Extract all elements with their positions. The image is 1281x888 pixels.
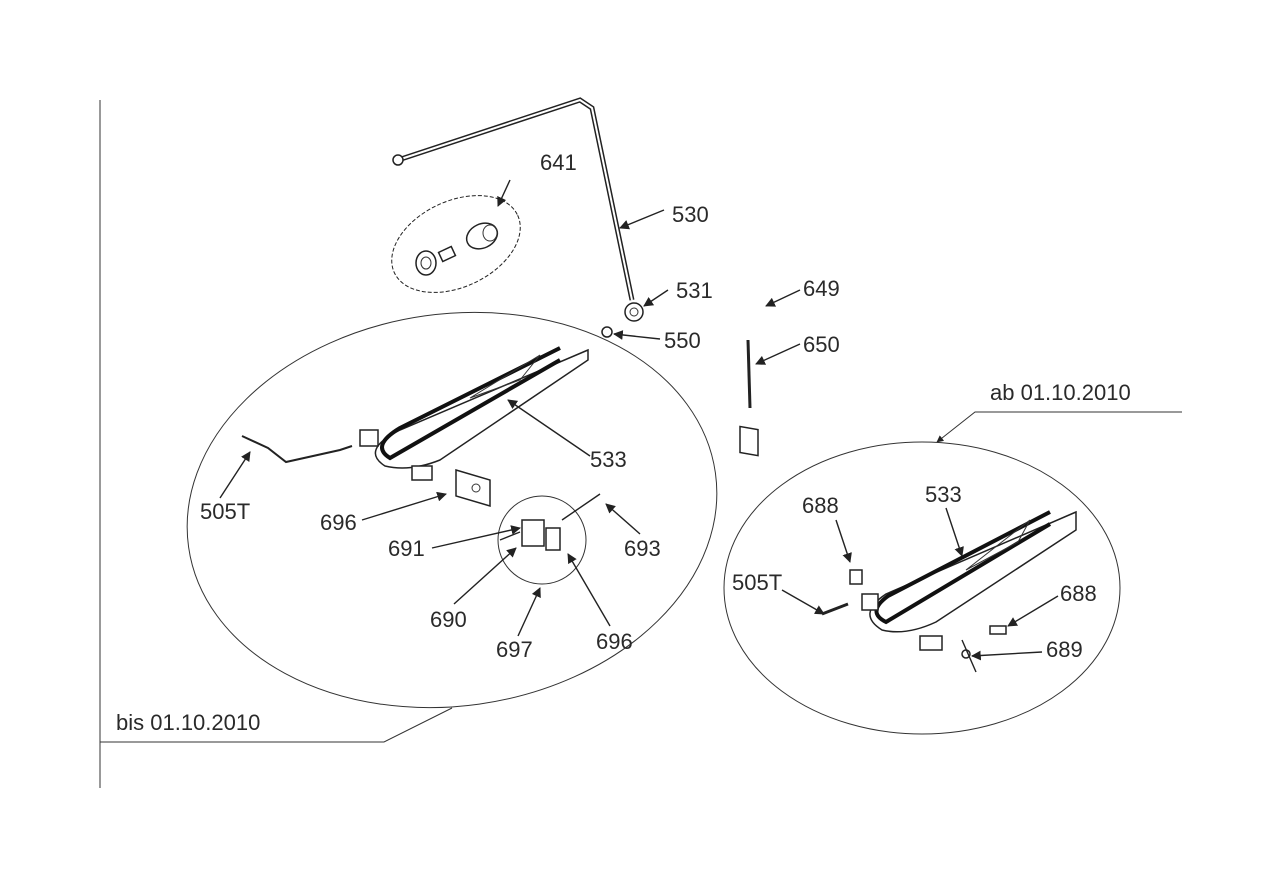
- part-649-igniter: [739, 289, 801, 457]
- section-old: bis 01.10.2010: [100, 707, 453, 743]
- label-641: 641: [540, 150, 577, 175]
- section-old-leader: [100, 707, 453, 743]
- label-531: 531: [676, 278, 713, 303]
- part-696-bracket: [361, 468, 491, 521]
- label-533-new: 533: [925, 482, 962, 507]
- leader-696b: [567, 553, 611, 627]
- label-689: 689: [1046, 637, 1083, 662]
- label-696-a: 696: [320, 510, 357, 535]
- fitting-icon: [624, 302, 644, 322]
- label-688-b: 688: [1060, 581, 1097, 606]
- part-530-gas-tube: [392, 97, 665, 301]
- new-version-ellipse: [723, 441, 1121, 735]
- old-version-ellipse: [186, 311, 718, 709]
- section-new: ab 01.10.2010: [936, 380, 1182, 443]
- label-650: 650: [803, 332, 840, 357]
- leader-697: [517, 587, 541, 637]
- leader-690: [453, 547, 517, 605]
- nut-icon: [601, 326, 613, 338]
- part-550-nut: [601, 326, 661, 340]
- igniter-icon: [739, 425, 759, 457]
- part-650-igniter-rod: [746, 339, 801, 409]
- label-505T-new: 505T: [732, 570, 782, 595]
- part-533-new-burner: [861, 507, 1077, 651]
- tube-end-icon: [392, 154, 404, 166]
- part-688-clip-a: [835, 519, 863, 585]
- part-505T-old-thermocouple: [219, 435, 353, 499]
- part-689-nut: [961, 639, 1043, 673]
- bracket-icon: [455, 468, 491, 508]
- igniter-rod-icon: [746, 339, 752, 409]
- label-688-a: 688: [802, 493, 839, 518]
- section-new-label: ab 01.10.2010: [990, 380, 1131, 405]
- part-531-fitting: [624, 289, 669, 322]
- label-691: 691: [388, 536, 425, 561]
- label-690: 690: [430, 607, 467, 632]
- part-641-knob-assembly: [391, 179, 521, 293]
- screw-b-icon: [989, 625, 1007, 635]
- label-530: 530: [672, 202, 709, 227]
- label-550: 550: [664, 328, 701, 353]
- knob-group-ellipse: [391, 195, 521, 293]
- label-649: 649: [803, 276, 840, 301]
- label-693: 693: [624, 536, 661, 561]
- knob-icon: [415, 250, 437, 276]
- thermocouple-old-icon: [241, 435, 353, 464]
- part-505T-new-thermocouple: [781, 589, 849, 616]
- detail-697-circle: [497, 495, 587, 585]
- section-old-label: bis 01.10.2010: [116, 710, 260, 735]
- knob-shaft-icon: [437, 245, 457, 263]
- label-696-b: 696: [596, 629, 633, 654]
- label-505T-old: 505T: [200, 499, 250, 524]
- section-new-leader: [936, 411, 1182, 443]
- thermocouple-new-icon: [821, 602, 849, 616]
- label-533-old: 533: [590, 447, 627, 472]
- part-533-old-burner: [359, 346, 591, 481]
- part-688-screw-b: [989, 595, 1059, 635]
- label-697: 697: [496, 637, 533, 662]
- leader-693: [605, 503, 641, 535]
- clip-a-icon: [849, 569, 863, 585]
- valve-body-icon: [465, 222, 499, 250]
- leader-691: [431, 525, 521, 549]
- detail-697-parts: [499, 493, 601, 551]
